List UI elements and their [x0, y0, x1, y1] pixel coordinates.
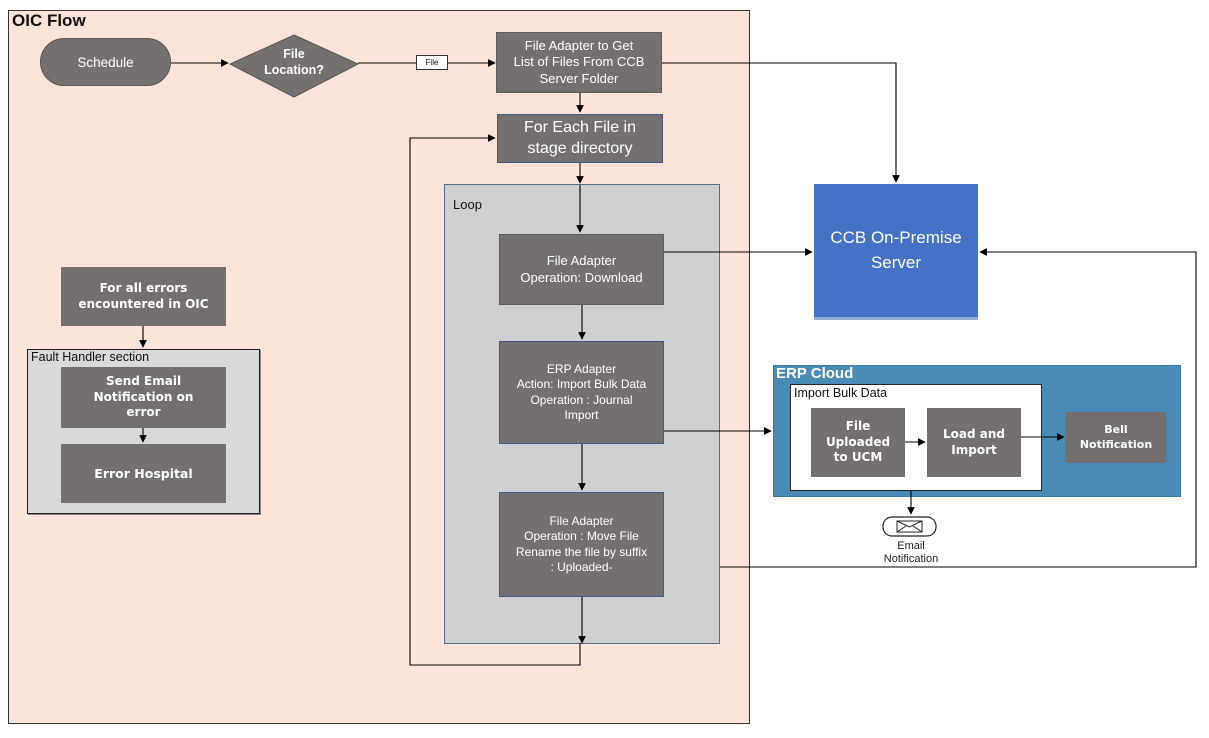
schedule-node: Schedule	[40, 38, 171, 86]
oic-flow-title: OIC Flow	[12, 11, 86, 30]
loop-back-connector	[409, 134, 581, 666]
erp-cloud-title: ERP Cloud	[776, 365, 854, 382]
arrow-get-files-to-ccb	[662, 62, 900, 183]
move-file-node: File Adapter Operation : Move File Renam…	[499, 492, 664, 597]
load-import-node: Load and Import	[927, 408, 1021, 477]
decision-diamond	[228, 34, 360, 98]
send-email-node: Send Email Notification on error	[61, 367, 226, 428]
error-hospital-node: Error Hospital	[61, 444, 226, 503]
bell-notification-node: Bell Notification	[1066, 412, 1166, 463]
decision-label: File Location?	[264, 47, 324, 77]
ccb-server-node: CCB On-Premise Server	[814, 184, 978, 317]
arrow-move-file-to-ccb	[720, 248, 1197, 568]
download-node: File Adapter Operation: Download	[499, 234, 664, 305]
fault-handler-title: Fault Handler section	[31, 350, 150, 364]
get-files-node: File Adapter to Get List of Files From C…	[496, 32, 662, 93]
import-bulk-data-title: Import Bulk Data	[794, 386, 888, 400]
for-each-node: For Each File in stage directory	[497, 114, 663, 163]
errors-note-node: For all errors encountered in OIC	[61, 267, 226, 326]
branch-file-label: File	[416, 55, 448, 70]
email-icon	[882, 516, 937, 537]
erp-adapter-node: ERP Adapter Action: Import Bulk Data Ope…	[499, 341, 664, 444]
loop-title: Loop	[453, 197, 482, 212]
file-uploaded-node: File Uploaded to UCM	[811, 408, 905, 477]
email-notification-label: Email Notification	[883, 540, 939, 565]
